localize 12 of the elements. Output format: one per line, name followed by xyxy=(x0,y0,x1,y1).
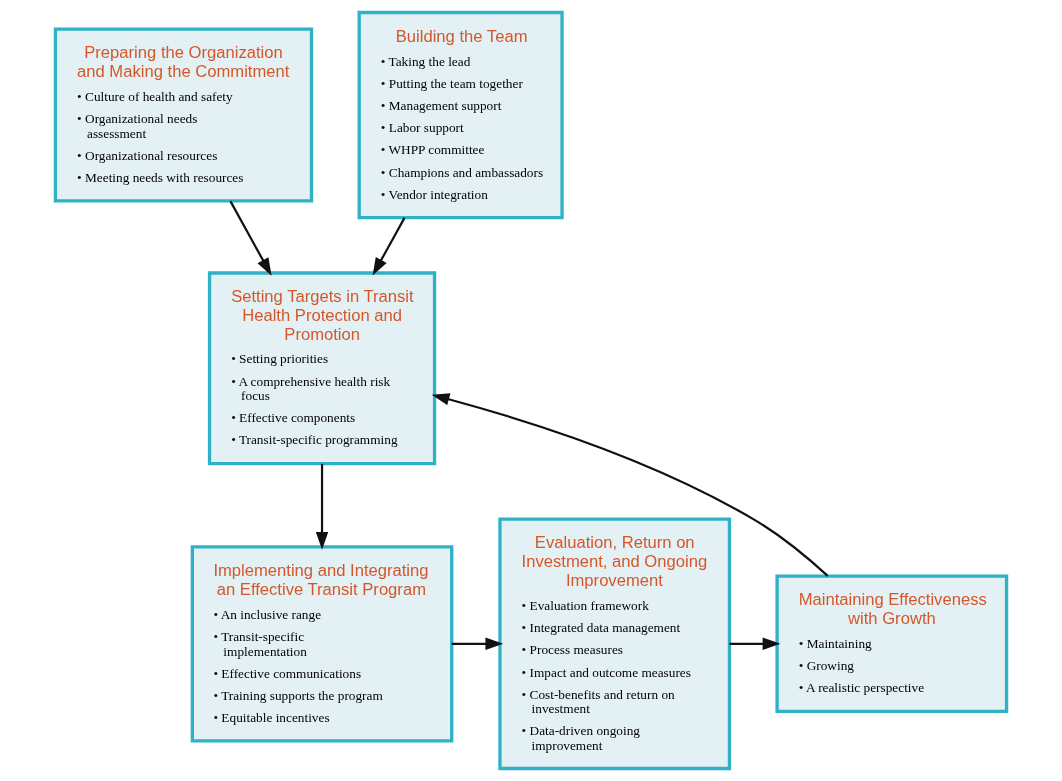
node-box: Implementing and Integrating an Effective Transit Program • An inclusive range • Transit-specific implementation • Effective communications • Training supports the program • Equitable incentives xyxy=(190,545,454,743)
arrow xyxy=(729,637,781,651)
node-box: Building the Team • Taking the lead • Putting the team together • Management support • Labor support • WHPP committee • Champions and ambassadors • Vendor integration xyxy=(357,10,564,220)
node-box: Setting Targets in Transit Health Protection and Promotion • Setting priorities • A comprehensive health risk focus • Effective components • Transit-specific programming xyxy=(207,271,437,466)
arrow xyxy=(372,217,406,276)
arrow xyxy=(315,463,329,550)
arrow xyxy=(229,200,272,276)
node-box: Preparing the Organization and Making the Commitment • Culture of health and safety • Organizational needs assessment • Organizational resources • Meeting needs with resources xyxy=(53,27,314,203)
node-box: Evaluation, Return on Investment, and Ongoing Improvement • Evaluation framework • Integrated data management • Process measures • Impact and outcome measures • Cost-benefits and return on investment • Data-driven ongoing improvement xyxy=(498,517,732,771)
arrow xyxy=(431,393,829,577)
node-box: Maintaining Effectiveness with Growth • Maintaining • Growing • A realistic perspective xyxy=(775,574,1009,714)
arrow xyxy=(451,637,504,651)
